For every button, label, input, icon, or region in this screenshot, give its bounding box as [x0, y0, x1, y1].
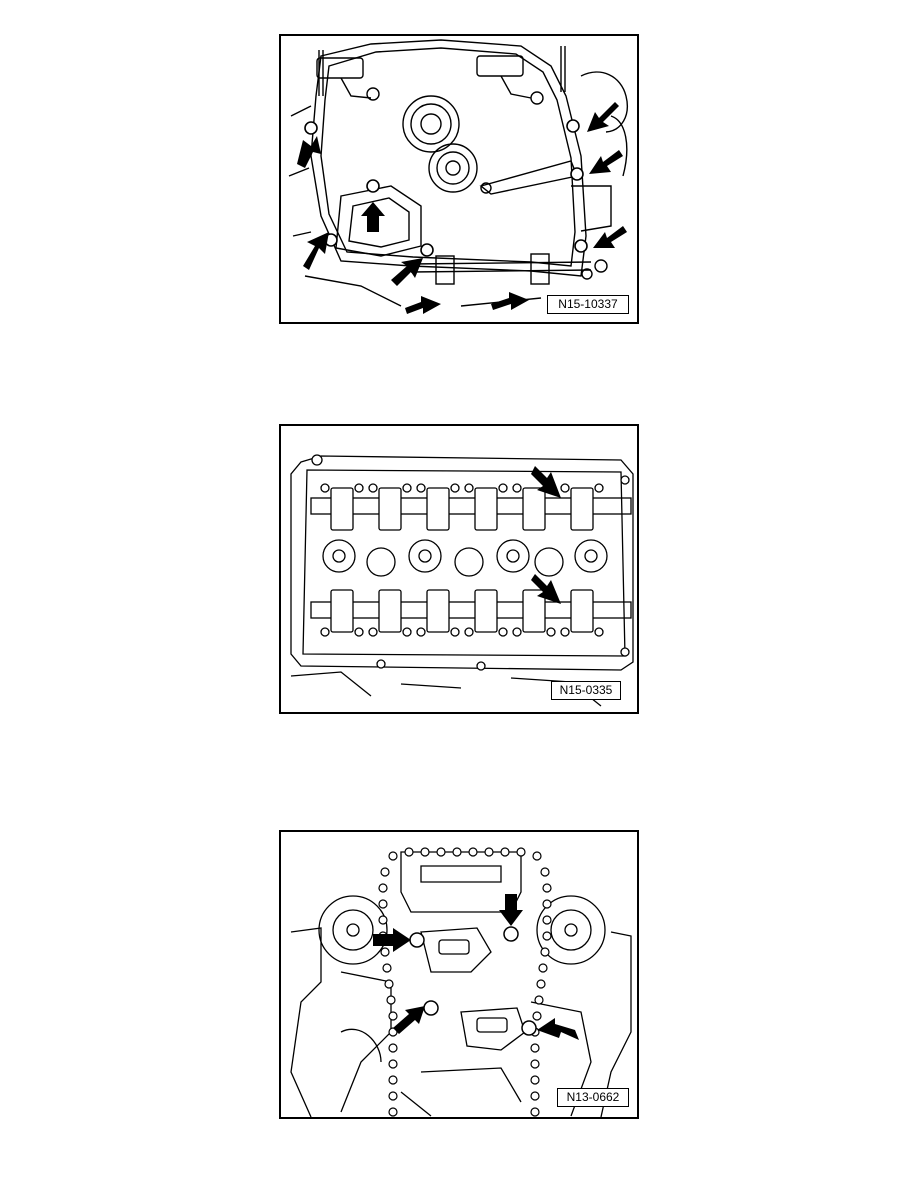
- figure-3-chain-tensioner: N13-0662: [279, 830, 639, 1119]
- figure-1-timing-cover: N15-10337: [279, 34, 639, 324]
- cylinder-head-illustration: [290, 454, 634, 707]
- figure-label: N15-0335: [551, 681, 621, 700]
- figure-2-camshaft-caps: N15-0335: [279, 424, 639, 714]
- pointer-arrows: [373, 894, 579, 1040]
- engine-cover-illustration: [288, 39, 628, 314]
- pointer-arrows: [297, 102, 627, 314]
- pointer-arrows: [531, 466, 561, 604]
- figure-label: N15-10337: [547, 295, 629, 314]
- figure-label: N13-0662: [557, 1088, 629, 1107]
- timing-chain-illustration: [290, 847, 632, 1117]
